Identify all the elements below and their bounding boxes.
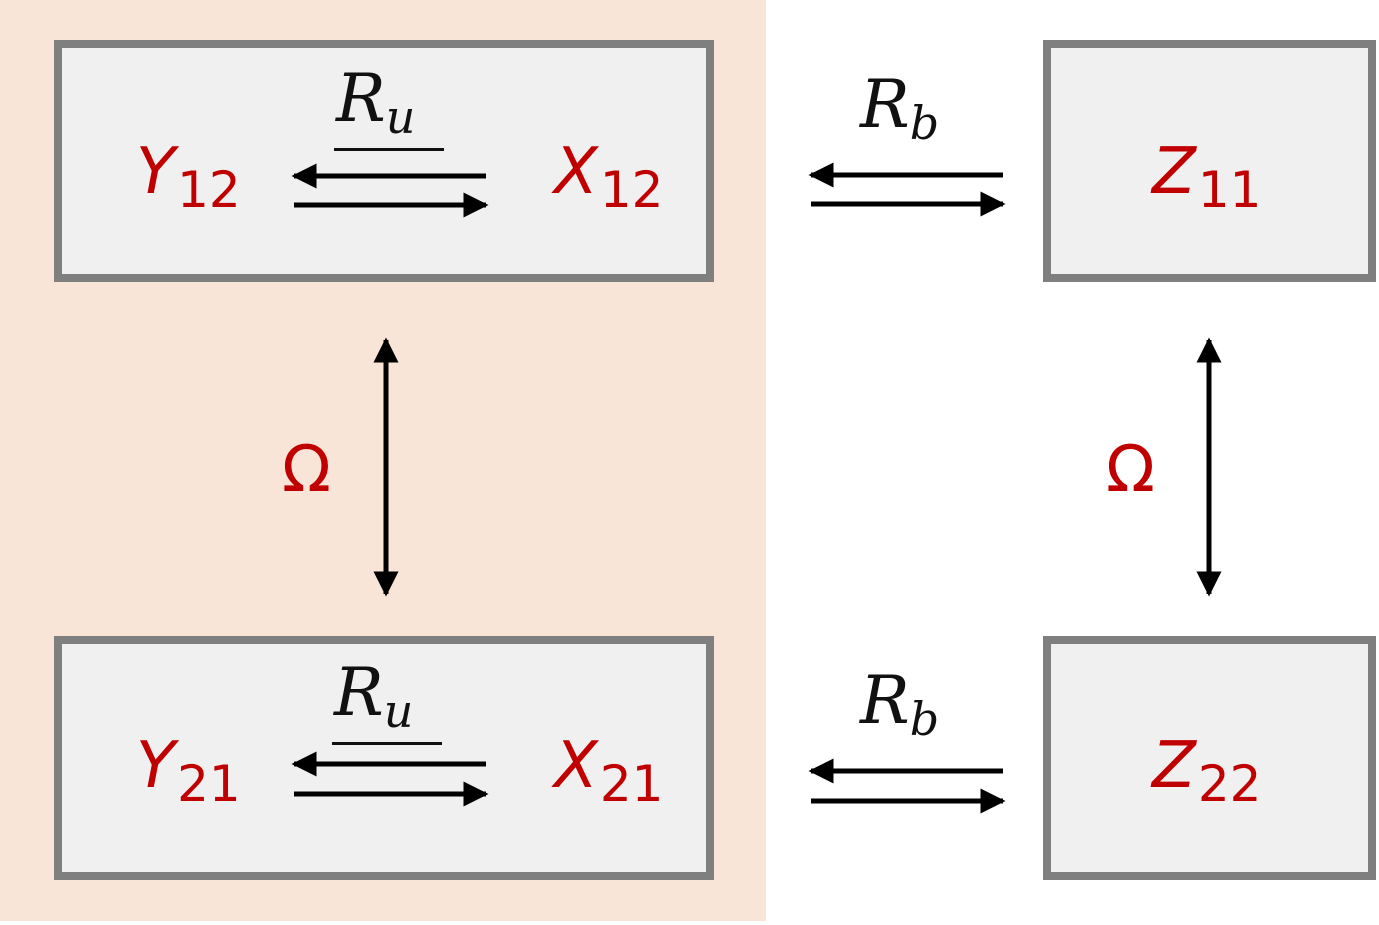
state-x12: X12 [554, 135, 664, 219]
coupling-omega-right: Ω [1106, 433, 1155, 507]
state-z11: Z11 [1152, 135, 1262, 219]
box-z22 [1043, 636, 1376, 880]
state-y21: Y21 [136, 729, 241, 813]
state-z22: Z22 [1152, 729, 1262, 813]
state-y12: Y12 [136, 135, 241, 219]
state-x21: X21 [554, 729, 664, 813]
box-y21-x21 [54, 636, 714, 880]
rate-rb-bottom: Rb [860, 662, 940, 746]
rate-ru-top-underline [334, 148, 444, 151]
rate-rb-top: Rb [860, 66, 940, 150]
box-y12-x12 [54, 40, 714, 282]
coupling-omega-left: Ω [282, 433, 331, 507]
rate-ru-bottom-underline [332, 742, 442, 745]
rate-ru-bottom: Ru [334, 654, 414, 738]
box-z11 [1043, 40, 1376, 282]
rate-ru-top: Ru [336, 60, 416, 144]
